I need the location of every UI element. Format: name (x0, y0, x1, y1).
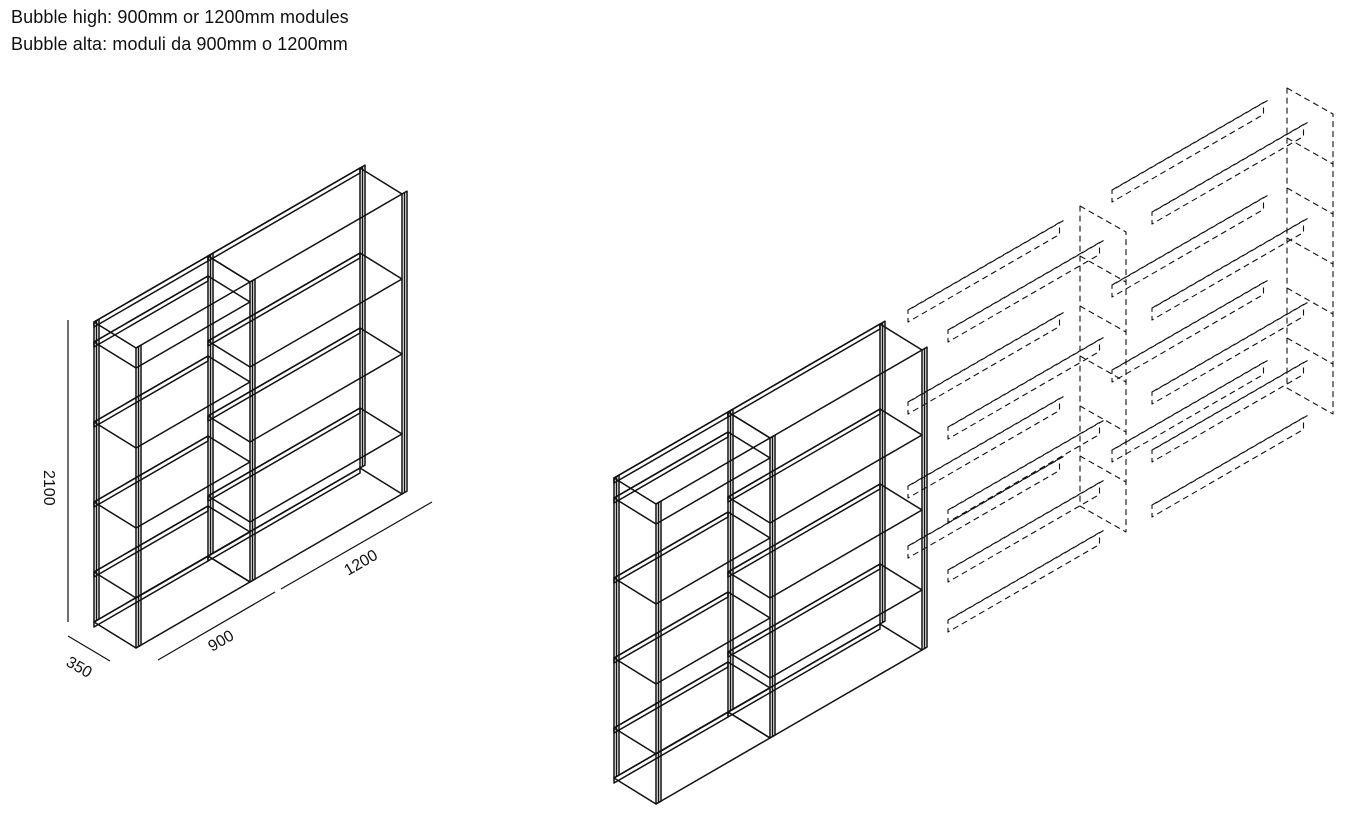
exploded-bar-top-edge (911, 456, 1064, 545)
exploded-bar-top-edge (911, 396, 1064, 485)
exploded-bar (1151, 303, 1305, 405)
exploded-bar (907, 397, 1061, 499)
exploded-bar-top-edge (1115, 360, 1268, 449)
exploded-bar-top-edge (1155, 360, 1308, 449)
shelf-rail-front (93, 355, 209, 428)
shelf-frame (613, 711, 771, 805)
shelf-frame (727, 323, 923, 439)
exploded-bar-top-edge (1115, 280, 1268, 369)
exploded-bar-top-edge (951, 480, 1104, 569)
shelf-frame (613, 591, 771, 685)
shelf-frame (93, 275, 251, 369)
dimension-1200-label: 1200 (342, 547, 381, 580)
shelf-rail-front (613, 661, 729, 734)
frame-post (879, 320, 886, 625)
exploded-bar-top-edge (1115, 195, 1268, 284)
shelf-frame (613, 431, 771, 525)
exploded-side-frame-rung (1286, 337, 1334, 365)
shelf-frame (93, 505, 251, 599)
exploded-bar-top-edge (951, 337, 1104, 426)
dimension-lines (67, 320, 433, 662)
exploded-parts (907, 87, 1334, 633)
exploded-side-frame-rung (1079, 405, 1127, 433)
shelf-rail-front (207, 252, 361, 347)
shelf-rail-front (207, 467, 361, 562)
exploded-bar (907, 457, 1061, 559)
exploded-side-frame-rung (1286, 187, 1334, 215)
shelf-frame (93, 435, 251, 529)
exploded-bar (907, 221, 1061, 323)
exploded-bar-top-edge (911, 220, 1064, 309)
shelf-frame (207, 167, 403, 283)
shelf-rail-front (613, 511, 729, 584)
shelf-rail-front (727, 623, 881, 718)
assembled-unit-right (613, 320, 928, 805)
exploded-bar-top-edge (951, 420, 1104, 509)
frame-post (359, 164, 366, 469)
exploded-bar-top-edge (951, 530, 1104, 619)
assembled-shelving-unit (93, 164, 408, 649)
shelf-rail-front (613, 591, 729, 664)
exploded-bar (1151, 219, 1305, 321)
caption-italian: Bubble alta: moduli da 900mm o 1200mm (11, 34, 348, 54)
exploded-side-frame (1286, 87, 1334, 415)
exploded-side-frame-rung (1079, 355, 1127, 383)
shelf-rail-front (613, 431, 729, 504)
dimension-line-1200 (280, 501, 433, 590)
exploded-bar (947, 241, 1101, 343)
shelf-rail-front (727, 483, 881, 578)
frame-post (401, 190, 408, 495)
exploded-side-frame (1079, 205, 1127, 533)
shelf-frame (727, 623, 923, 739)
shelf-rail-front (93, 435, 209, 508)
shelf-frame (207, 327, 403, 443)
exploded-bar-top-edge (1155, 302, 1308, 391)
shelf-rail-front (727, 408, 881, 503)
exploded-side-frame-rung (1079, 255, 1127, 283)
exploded-bar-top-edge (1155, 122, 1308, 211)
exploded-bar (1111, 281, 1265, 383)
exploded-bar (947, 338, 1101, 440)
shelf-frame (727, 483, 923, 599)
exploded-bar (1151, 361, 1305, 463)
shelf-rail-front (93, 275, 209, 348)
exploded-bar-top-edge (911, 312, 1064, 401)
exploded-bar (1111, 101, 1265, 203)
shelf-rail-front (207, 407, 361, 502)
shelf-frame (93, 355, 251, 449)
shelf-rail-front (207, 167, 361, 262)
caption-english: Bubble high: 900mm or 1200mm modules (11, 7, 349, 27)
exploded-bar (1151, 416, 1305, 518)
exploded-bar-top-edge (1155, 218, 1308, 307)
shelf-frame (613, 511, 771, 605)
dimension-depth-label: 350 (63, 654, 95, 682)
exploded-bar (1111, 196, 1265, 298)
exploded-bar-top-edge (951, 240, 1104, 329)
exploded-bar (947, 421, 1101, 523)
exploded-side-frame-rung (1079, 455, 1127, 483)
exploded-side-frame-rung (1286, 237, 1334, 265)
dimension-line-depth (67, 635, 111, 662)
shelf-rail-front (93, 505, 209, 578)
exploded-side-frame-rung (1286, 287, 1334, 315)
exploded-bar (947, 531, 1101, 633)
shelf-rail-front (207, 327, 361, 422)
shelf-rail-front (727, 563, 881, 658)
dimension-900-label: 900 (206, 627, 238, 655)
dimension-height-label: 2100 (40, 470, 57, 506)
caption: Bubble high: 900mm or 1200mm modules Bub… (11, 4, 349, 58)
frame-post (921, 346, 928, 651)
exploded-bar (1111, 361, 1265, 463)
exploded-bar-top-edge (1115, 100, 1268, 189)
exploded-side-frame-rung (1286, 137, 1334, 165)
exploded-side-frame-rung (1079, 305, 1127, 333)
exploded-bar (947, 481, 1101, 583)
shelf-rail-front (727, 323, 881, 418)
shelf-frame (613, 661, 771, 755)
exploded-bar (1151, 123, 1305, 225)
dimension-line-900 (157, 591, 276, 661)
exploded-bar (907, 313, 1061, 415)
exploded-bar-top-edge (1155, 415, 1308, 504)
